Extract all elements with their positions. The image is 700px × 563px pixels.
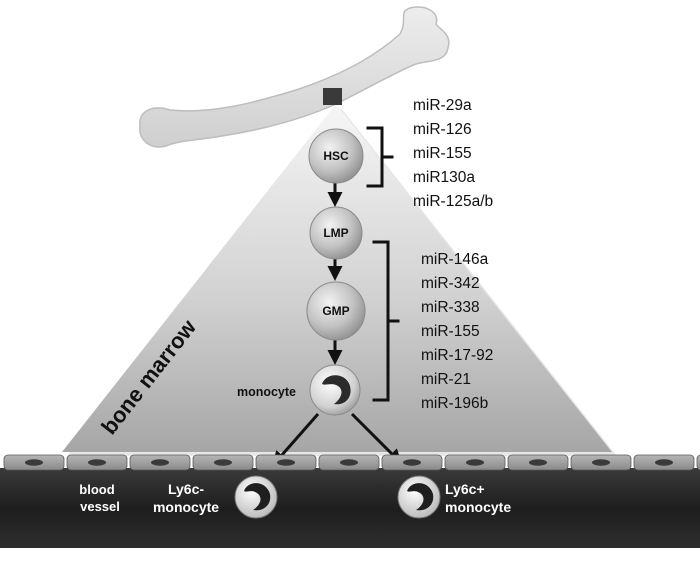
ly6c-minus-monocyte [234, 475, 278, 519]
mirna-item: miR-29a [413, 97, 472, 114]
endothelial-nucleus-icon [592, 459, 610, 466]
mirna-item: miR-155 [421, 323, 480, 340]
mirna-item: miR-146a [421, 251, 489, 268]
endothelial-nucleus-icon [214, 459, 232, 466]
endothelial-nucleus-icon [151, 459, 169, 466]
mirna-item: miR-196b [421, 395, 488, 412]
endothelial-nucleus-icon [403, 459, 421, 466]
mirna-item: miR-126 [413, 121, 472, 138]
endothelial-cell [696, 454, 700, 471]
ly6c-plus-monocyte [397, 475, 441, 519]
endothelial-nucleus-icon [25, 459, 43, 466]
hsc-label: HSC [323, 149, 349, 163]
mirna-item: miR-155 [413, 145, 472, 162]
monocyte-label: monocyte [237, 385, 296, 399]
ly6c-minus-monocyte-label: monocyte [153, 499, 219, 515]
mirna-braces [366, 126, 400, 402]
ly6c-minus-label: Ly6c- [168, 481, 204, 497]
endothelial-layer [3, 454, 700, 471]
nucleus-icon [244, 483, 271, 511]
gmp-cell: GMP [306, 281, 366, 341]
mirna-item: miR130a [413, 169, 475, 186]
endothelial-nucleus-icon [655, 459, 673, 466]
mirna-item: miR-17-92 [421, 347, 493, 364]
lmp-label: LMP [323, 226, 348, 240]
blood-vessel-labels: blood vessel Ly6c- monocyte Ly6c+ monocy… [79, 481, 511, 515]
blood-label: blood [79, 482, 114, 497]
ly6c-plus-label: Ly6c+ [445, 481, 485, 497]
mirna-item: miR-21 [421, 371, 471, 388]
lmp-cell: LMP [309, 206, 363, 260]
mirna-item: miR-342 [421, 275, 480, 292]
monocyte-nucleus-icon [322, 375, 351, 405]
endothelial-nucleus-icon [466, 459, 484, 466]
mirna-list-progenitors: miR-146a miR-342 miR-338 miR-155 miR-17-… [421, 251, 493, 412]
nucleus-icon [407, 483, 434, 511]
mirna-item: miR-338 [421, 299, 480, 316]
endothelial-nucleus-icon [277, 459, 295, 466]
blood-vessel [0, 454, 700, 563]
bone-illustration [139, 6, 450, 148]
gmp-label: GMP [322, 304, 349, 318]
endothelial-nucleus-icon [88, 459, 106, 466]
mirna-list-hsc: miR-29a miR-126 miR-155 miR130a miR-125a… [413, 97, 493, 210]
monocyte-cell: monocyte [237, 364, 361, 416]
vessel-label: vessel [80, 499, 120, 514]
mirna-item: miR-125a/b [413, 193, 493, 210]
endothelial-nucleus-icon [340, 459, 358, 466]
hsc-cell: HSC [308, 128, 364, 184]
ly6c-plus-monocyte-label: monocyte [445, 499, 511, 515]
endothelial-nucleus-icon [529, 459, 547, 466]
